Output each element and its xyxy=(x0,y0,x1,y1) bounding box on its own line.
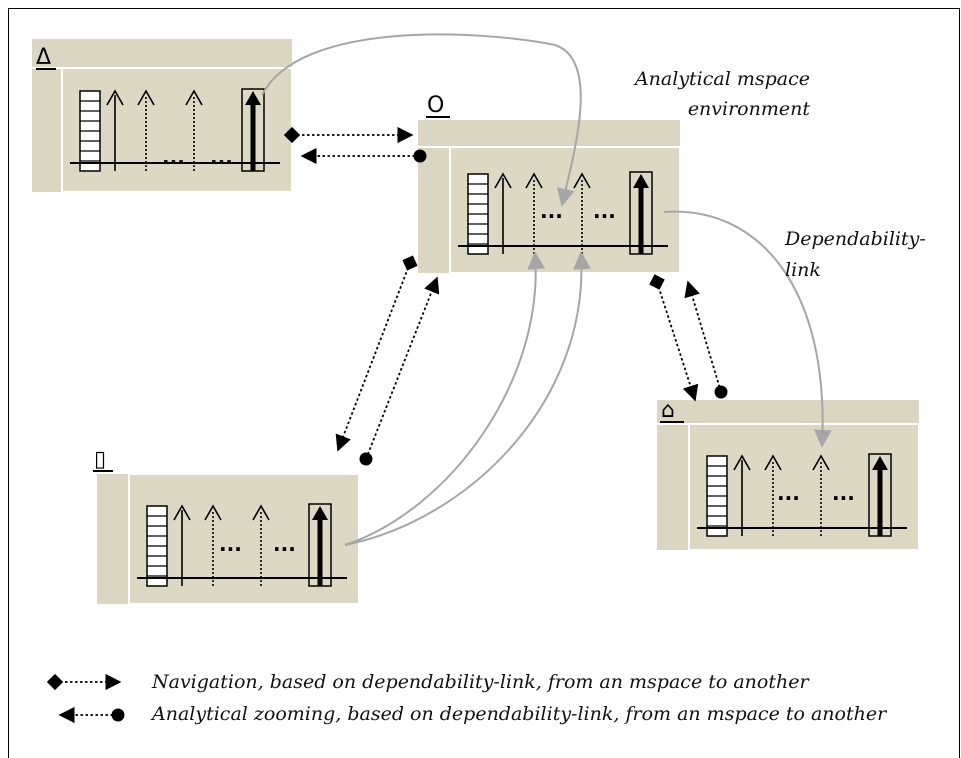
panel-house-symbol: ⌂ xyxy=(661,398,675,423)
dependability-links xyxy=(261,33,832,546)
panel-rect: ▯ ... ... xyxy=(93,447,360,605)
ellipsis: ... xyxy=(162,145,185,169)
ellipsis: ... xyxy=(210,145,233,169)
dependability-link-label-line1: Dependability- xyxy=(784,228,926,250)
ellipsis: ... xyxy=(273,532,296,556)
panel-circle: O ... ... xyxy=(418,93,681,274)
legend: Navigation, based on dependability-link,… xyxy=(46,671,888,725)
ellipsis: ... xyxy=(219,532,242,556)
environment-label-line1: Analytical mspace xyxy=(633,68,810,90)
circle-icon: O xyxy=(426,93,450,118)
triangle-icon: Δ xyxy=(36,45,56,70)
panel-circle-symbol: O xyxy=(427,93,444,118)
panel-delta: Δ ... ... xyxy=(32,39,293,193)
panel-rect-symbol: ▯ xyxy=(94,447,106,472)
environment-label-line2: environment xyxy=(688,98,811,120)
navigation-links xyxy=(283,126,728,466)
ellipsis: ... xyxy=(832,481,855,505)
panel-delta-symbol: Δ xyxy=(36,45,51,70)
ellipsis: ... xyxy=(777,481,800,505)
diagram-frame xyxy=(8,8,960,758)
dependability-link-label-line2: link xyxy=(785,259,821,281)
legend-navigation-text: Navigation, based on dependability-link,… xyxy=(151,671,810,693)
ellipsis: ... xyxy=(540,199,563,223)
ellipsis: ... xyxy=(593,199,616,223)
legend-zooming-text: Analytical zooming, based on dependabili… xyxy=(150,703,888,725)
rectangle-icon: ▯ xyxy=(93,447,113,472)
house-icon: ⌂ xyxy=(660,398,684,423)
panel-house: ⌂ ... ... xyxy=(657,398,920,551)
